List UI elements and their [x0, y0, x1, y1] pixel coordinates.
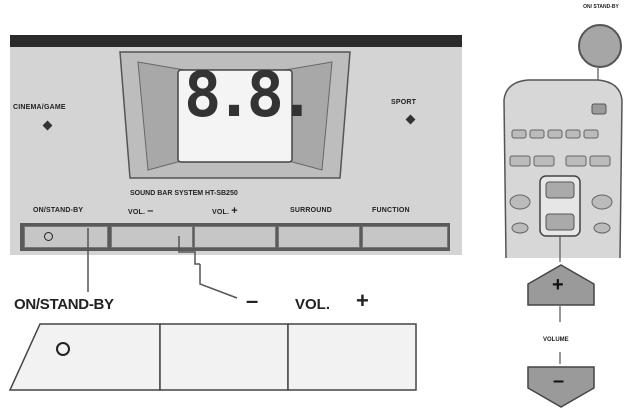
panel-on-standby-button[interactable]: [24, 226, 108, 248]
enlarged-button-strip: [8, 323, 417, 391]
remote-power-label: ON/ STAND-BY: [583, 4, 619, 10]
display-window: [119, 51, 351, 179]
enlarged-vol-label: VOL.: [295, 296, 331, 313]
panel-label-function: FUNCTION: [372, 207, 410, 214]
panel-on-standby-dot: [44, 232, 53, 241]
enlarged-plus-sign: +: [356, 288, 369, 313]
panel-function-button[interactable]: [362, 226, 448, 248]
remote-body: [503, 79, 623, 259]
enlarged-on-standby-dot: [56, 342, 70, 356]
model-line: SOUND BAR SYSTEM HT-SB250: [130, 190, 238, 197]
panel-label-on-standby: ON/STAND-BY: [33, 207, 84, 214]
remote-volume-label: VOLUME: [543, 337, 569, 343]
display-readout: 8.8.: [184, 58, 315, 131]
remote-vol-minus-large[interactable]: [526, 364, 596, 410]
cinema-game-label: CINEMA/GAME: [13, 104, 66, 111]
panel-surround-button[interactable]: [278, 226, 360, 248]
panel-label-vol-minus: VOL. –: [128, 205, 154, 217]
remote-vol-plus-large[interactable]: [526, 262, 596, 308]
remote-power-button[interactable]: [578, 24, 622, 68]
remote-plus-symbol: +: [552, 274, 564, 296]
panel-vol-minus-button[interactable]: [111, 226, 193, 248]
enlarged-on-standby-label: ON/STAND-BY: [14, 296, 114, 313]
enlarged-minus-sign: –: [246, 288, 259, 313]
panel-vol-plus-button[interactable]: [194, 226, 276, 248]
panel-label-surround: SURROUND: [290, 207, 333, 214]
sport-label: SPORT: [391, 99, 417, 106]
panel-label-vol-plus: VOL. +: [212, 205, 238, 217]
remote-minus-symbol: –: [553, 370, 565, 392]
panel-top-bar: [10, 35, 462, 47]
